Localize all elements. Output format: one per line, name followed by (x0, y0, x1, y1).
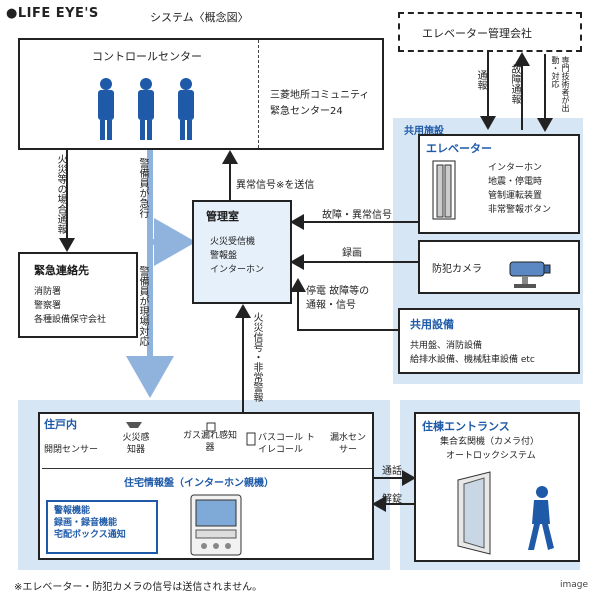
elevator-company-title: エレベーター管理会社 (422, 27, 532, 40)
brand-label: ●LIFE EYE'S (6, 6, 99, 21)
camera-box: 防犯カメラ (418, 240, 580, 294)
shared-equipment-box: 共用設備 共用盤、消防設備 給排水設備、機械駐車設備 etc (398, 308, 580, 374)
dispatch-response-label: 専門技術者が出動・対応 (551, 56, 570, 112)
sensor-fire: 火災感知器 (122, 433, 150, 455)
management-room-item-1: 警報盤 (210, 251, 238, 261)
fire-detector-icon (126, 422, 142, 428)
guard-dispatch-label: 警備員が急行 (137, 158, 148, 218)
elevator-item-2: 管制運転装置 (488, 191, 543, 201)
control-center: コントロールセンター 三菱地所コミュニティ 緊急センター24 (18, 38, 384, 150)
diagram-title: システム〈概念図〉 (150, 11, 249, 24)
sensor-door: 開閉センサー (44, 445, 99, 455)
entrance-line1: 集合玄関機（カメラ付） (440, 437, 540, 447)
fire-emergency-label: 火災信号・非常警報 (251, 312, 262, 402)
control-center-title: コントロールセンター (92, 50, 202, 63)
control-center-org-line2: 緊急センター24 (270, 106, 343, 117)
features-box: 警報機能 録画・録音機能 宅配ボックス通知 (46, 500, 158, 554)
management-room-item-2: インターホン (210, 265, 265, 275)
entrance-line2: オートロックシステム (446, 451, 536, 461)
dwelling-box: 住戸内 開閉センサー 火災感知器 ガス漏れ感知器 バスコール トイレコール 漏水… (38, 412, 374, 560)
emergency-contact-2: 各種設備保守会社 (34, 315, 107, 325)
emergency-contacts-box: 緊急連絡先 消防署 警察署 各種設備保守会社 (18, 252, 138, 338)
shared-facility-label: 共用施設 (404, 126, 444, 137)
emergency-contact-1: 警察署 (34, 301, 62, 311)
abnormal-signal-label: 異常信号※を送信 (236, 180, 315, 191)
elevator-item-3: 非常警報ボタン (488, 205, 552, 215)
management-room-box: 管理室 火災受信機 警報盤 インターホン (192, 200, 292, 304)
feature-recording: 録画・録音機能 (54, 518, 118, 528)
emergency-contact-0: 消防署 (34, 287, 62, 297)
elevator-box: エレベーター インターホン 地震・停電時 管制運転装置 非常警報ボタン (418, 134, 580, 234)
report-label: 通報 (475, 70, 486, 90)
elevator-company: エレベーター管理会社 (398, 12, 582, 52)
elevator-door-icon (432, 160, 456, 220)
guard-response-label: 警備員が現場対応 (137, 266, 148, 346)
recording-label: 録画 (342, 248, 362, 259)
dwelling-title: 住戸内 (44, 418, 77, 431)
fire-notify-label: 火災等の場合通報 (55, 154, 66, 234)
camera-title: 防犯カメラ (432, 264, 482, 275)
shared-equipment-title: 共用設備 (410, 318, 454, 331)
outage-signal-label-2: 通報・信号 (306, 300, 356, 311)
management-room-title: 管理室 (206, 210, 239, 223)
resident-figure-icon (528, 486, 554, 550)
entrance-box: 住棟エントランス 集合玄関機（カメラ付） オートロックシステム (414, 412, 580, 562)
elevator-item-1: 地震・停電時 (488, 177, 543, 187)
gas-detector-icon (206, 422, 216, 432)
call-label: 通話 (382, 466, 402, 477)
intercom-panel-icon (190, 494, 242, 556)
home-info-panel-title: 住宅情報盤（インターホン親機） (124, 478, 274, 489)
bath-call-icon (246, 432, 256, 446)
control-center-org-line1: 三菱地所コミュニティ (270, 90, 370, 101)
footnote: ※エレベーター・防犯カメラの信号は送信されません。 (14, 582, 263, 593)
sensor-bus-line (42, 468, 372, 469)
failure-report-label: 故障通報 (509, 64, 520, 104)
watermark-label: image (560, 580, 589, 590)
management-room-item-0: 火災受信機 (210, 237, 256, 247)
entrance-title: 住棟エントランス (422, 420, 510, 433)
sensor-water: 漏水センサー (329, 433, 366, 455)
feature-alarm: 警報機能 (54, 506, 91, 516)
divider-line (258, 40, 259, 148)
shared-equipment-line1: 共用盤、消防設備 (410, 341, 483, 351)
outage-signal-label-1: 停電 故障等の (306, 286, 370, 297)
elevator-title: エレベーター (426, 142, 492, 155)
guard-staff-icon (98, 78, 194, 140)
elevator-item-0: インターホン (488, 163, 543, 173)
sensor-bathcall: バスコール トイレコール (258, 433, 315, 455)
entrance-door-icon (457, 471, 491, 555)
fault-signal-label: 故障・異常信号 (322, 210, 392, 221)
emergency-contacts-title: 緊急連絡先 (34, 264, 89, 277)
feature-delivery-box: 宅配ボックス通知 (54, 530, 126, 540)
security-camera-icon (509, 261, 551, 288)
shared-equipment-line2: 給排水設備、機械駐車設備 etc (410, 355, 535, 365)
sensor-gas: ガス漏れ感知器 (182, 431, 237, 453)
unlock-label: 解錠 (382, 494, 402, 505)
